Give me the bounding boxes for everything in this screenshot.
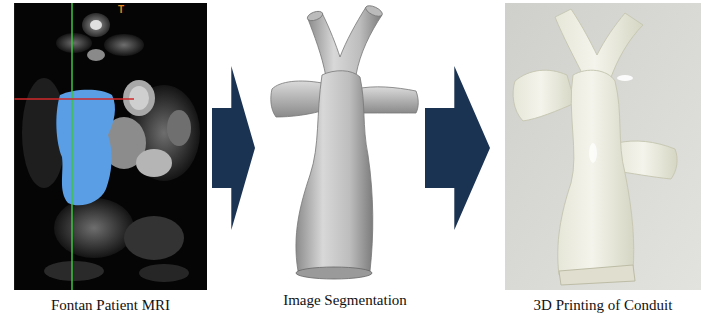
block-arrow: [212, 66, 255, 230]
image-panel: 3D Printing of Conduit: [505, 3, 701, 290]
image-panel: Image Segmentation: [270, 5, 420, 285]
panel-caption: Image Segmentation: [283, 291, 407, 309]
printed-conduit-photo: [505, 3, 701, 290]
image-panel: Fontan Patient MRIT: [14, 3, 207, 290]
segmentation-render: [270, 5, 420, 285]
orientation-marker: T: [118, 4, 124, 15]
panel-caption: 3D Printing of Conduit: [534, 296, 673, 314]
block-arrow: [425, 66, 490, 230]
mri-image: [14, 3, 207, 290]
panel-caption: Fontan Patient MRI: [51, 296, 170, 314]
